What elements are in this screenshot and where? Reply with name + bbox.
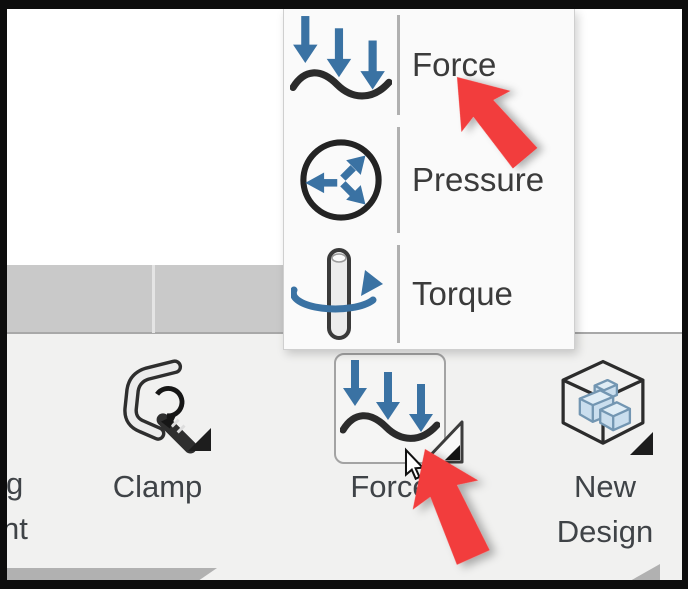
flyout-pressure-label: Pressure <box>412 161 545 198</box>
new-design-cube-icon[interactable] <box>552 356 654 458</box>
flyout-item-pressure[interactable]: Pressure <box>284 121 574 239</box>
clamp-flyout-arrow-icon[interactable] <box>188 428 211 451</box>
bottom-right-shape <box>630 564 660 581</box>
force-button-label[interactable]: Force <box>350 469 430 504</box>
clamp-button[interactable]: Clamp <box>112 469 203 504</box>
new-design-flyout-arrow-icon[interactable] <box>630 432 653 455</box>
force-icon <box>284 9 397 121</box>
force-flyout-arrow-icon[interactable] <box>422 418 468 466</box>
tab-separator <box>152 265 155 333</box>
flyout-force-label: Force <box>412 46 497 83</box>
menu-divider <box>397 127 400 233</box>
torque-icon <box>284 239 397 349</box>
force-flyout-menu: Force Pressure <box>283 9 575 350</box>
new-design-button[interactable]: New Design <box>556 469 654 549</box>
flyout-item-force[interactable]: Force <box>284 9 574 121</box>
truncated-button-label-line1: g <box>6 466 24 501</box>
horizontal-scrollbar[interactable] <box>7 568 217 581</box>
clamp-icon[interactable] <box>112 357 210 455</box>
tab-bar <box>7 265 283 334</box>
menu-divider <box>397 15 400 115</box>
force-icon <box>340 360 440 442</box>
menu-divider <box>397 245 400 343</box>
flyout-item-torque[interactable]: Torque <box>284 239 574 349</box>
pressure-icon <box>284 121 397 239</box>
truncated-button-label-line2: nt <box>2 511 28 546</box>
flyout-torque-label: Torque <box>412 275 513 312</box>
